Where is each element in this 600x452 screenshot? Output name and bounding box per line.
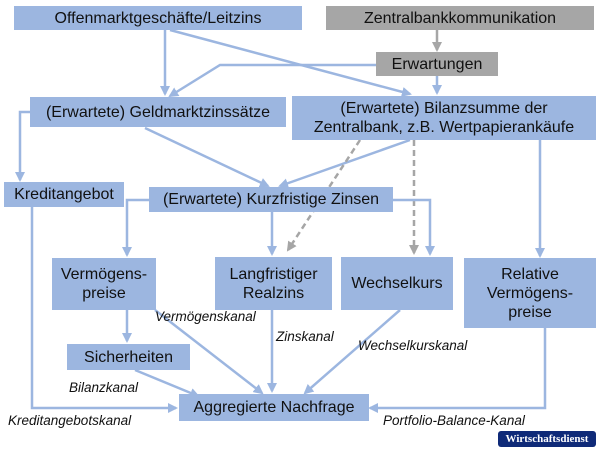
node-erwartungen: Erwartungen bbox=[376, 52, 498, 76]
arrow-geldmarkt-kurzfristig bbox=[144, 126, 270, 188]
node-wechselkurs: Wechselkurs bbox=[341, 257, 453, 310]
node-zentralbankkommunikation: Zentralbankkommunikation bbox=[326, 6, 594, 30]
node-vermoegenspreise-line2: preise bbox=[82, 285, 126, 302]
node-bilanzsumme-line2: Zentralbank, z.B. Wertpapierankäufe bbox=[313, 119, 575, 136]
node-sicherheiten-label: Sicherheiten bbox=[84, 348, 173, 366]
arrow-wechselkurs-nachfrage bbox=[303, 309, 401, 395]
node-offenmarktgeschaefte-label: Offenmarktgeschäfte/Leitzins bbox=[54, 9, 262, 27]
publisher-badge: Wirtschaftsdienst bbox=[498, 431, 596, 447]
arrow-bilanz-kurzfristig bbox=[278, 138, 411, 189]
label-vermoegenskanal: Vermögenskanal bbox=[155, 309, 256, 324]
node-relative-vermoegenspreise: Relative Vermögens- preise bbox=[464, 258, 596, 328]
node-realzins-line1: Langfristiger bbox=[229, 265, 318, 283]
node-kurzfristige-zinsen-label: (Erwartete) Kurzfristige Zinsen bbox=[162, 191, 380, 208]
arrow-kredit-nachfrage bbox=[30, 207, 178, 413]
node-kurzfristige-zinsen: (Erwartete) Kurzfristige Zinsen bbox=[149, 187, 393, 212]
arrow-sicherheiten-nachfrage bbox=[134, 368, 200, 398]
node-realzins-line2: Realzins bbox=[242, 284, 305, 302]
arrow-kurzfristig-wechselkurs bbox=[392, 198, 435, 256]
node-relativ-line1: Relative bbox=[501, 265, 559, 283]
node-vermoegenspreise: Vermögens- preise bbox=[52, 258, 156, 310]
node-sicherheiten: Sicherheiten bbox=[67, 344, 190, 370]
node-zentralbankkommunikation-label: Zentralbankkommunikation bbox=[363, 9, 557, 27]
label-bilanzkanal: Bilanzkanal bbox=[69, 380, 139, 395]
label-kreditangebotskanal: Kreditangebotskanal bbox=[8, 413, 132, 428]
node-aggregierte-nachfrage: Aggregierte Nachfrage bbox=[179, 394, 369, 421]
arrow-kurzfristig-vermoegen bbox=[122, 198, 150, 257]
node-langfristiger-realzins: Langfristiger Realzins bbox=[215, 257, 332, 310]
arrow-erwartungen-geldmarkt bbox=[168, 63, 376, 98]
node-kreditangebot: Kreditangebot bbox=[4, 182, 124, 207]
node-aggregierte-nachfrage-label: Aggregierte Nachfrage bbox=[193, 399, 355, 416]
arrow-offenmarkt-bilanz bbox=[169, 28, 412, 97]
node-bilanzsumme-line1: (Erwartete) Bilanzsumme der bbox=[340, 100, 548, 117]
node-relativ-line3: preise bbox=[508, 303, 552, 321]
label-wechselkurskanal: Wechselkurskanal bbox=[358, 338, 468, 353]
node-vermoegenspreise-line1: Vermögens- bbox=[60, 266, 148, 283]
arrow-vermoegen-nachfrage bbox=[154, 309, 264, 395]
arrow-relativ-nachfrage bbox=[368, 328, 547, 413]
node-erwartungen-label: Erwartungen bbox=[391, 55, 483, 73]
node-offenmarktgeschaefte: Offenmarktgeschäfte/Leitzins bbox=[14, 6, 302, 30]
node-geldmarktzinssaetze-label: (Erwartete) Geldmarktzinssätze bbox=[45, 103, 271, 121]
arrow-geldmarkt-kredit bbox=[15, 110, 30, 182]
node-relativ-line2: Vermögens- bbox=[486, 284, 574, 302]
node-kreditangebot-label: Kreditangebot bbox=[14, 186, 114, 203]
node-wechselkurs-label: Wechselkurs bbox=[351, 275, 443, 292]
node-bilanzsumme: (Erwartete) Bilanzsumme der Zentralbank,… bbox=[292, 96, 596, 140]
label-zinskanal: Zinskanal bbox=[276, 329, 334, 344]
node-geldmarktzinssaetze: (Erwartete) Geldmarktzinssätze bbox=[30, 97, 286, 127]
label-portfolio-balance-kanal: Portfolio-Balance-Kanal bbox=[383, 413, 525, 428]
